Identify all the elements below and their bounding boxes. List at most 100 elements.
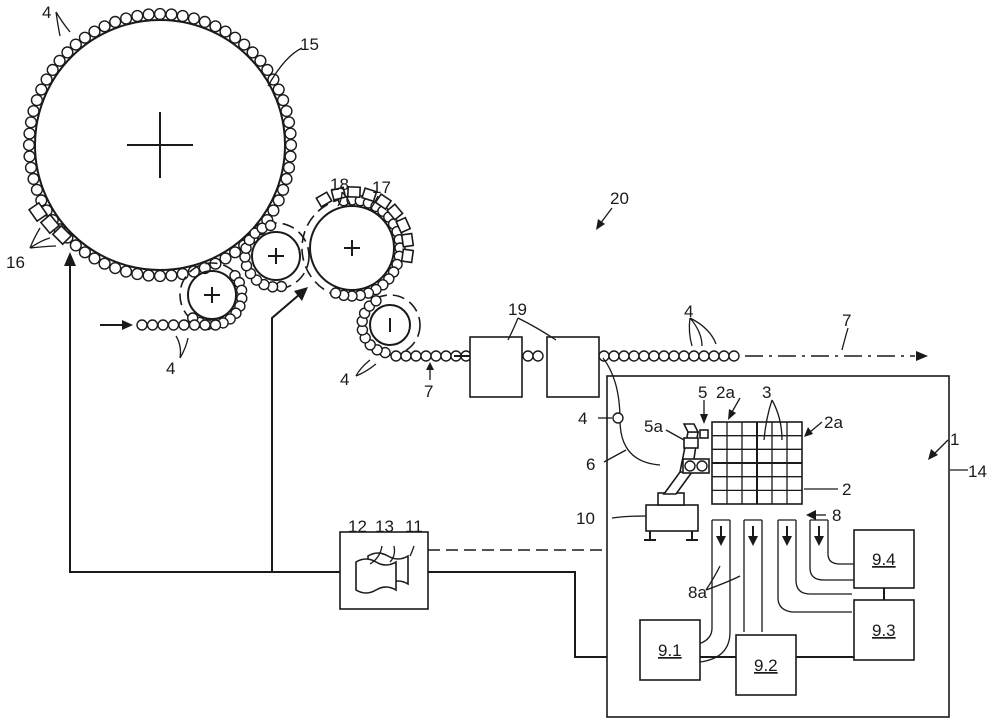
drum-can xyxy=(229,246,242,259)
drum-can xyxy=(176,267,189,281)
inlet-can-row xyxy=(136,319,222,331)
segments-18 xyxy=(315,185,415,264)
leader-18 xyxy=(337,191,351,207)
conveyor-can xyxy=(638,350,650,362)
label-station-9-1: 9.1 xyxy=(658,641,682,660)
conveyor-can xyxy=(618,350,630,362)
drum-can xyxy=(142,8,155,21)
conveyor-can xyxy=(688,350,700,362)
leader-17 xyxy=(369,195,379,211)
control-line-to-wheel xyxy=(271,293,301,572)
large-drum-cans xyxy=(22,7,298,283)
station-9-2 xyxy=(735,634,797,696)
label-8: 8 xyxy=(832,506,841,525)
leader-2a-right xyxy=(809,421,823,433)
label-2a-left: 2a xyxy=(716,383,735,402)
drum-can xyxy=(238,38,251,51)
outlet-can-row xyxy=(390,350,740,362)
drum-can xyxy=(88,25,101,38)
drum-can xyxy=(98,20,111,33)
leader-15 xyxy=(267,47,303,87)
channel-3-right xyxy=(795,520,852,595)
conveyor-can xyxy=(728,350,740,362)
conveyor-can xyxy=(522,350,534,362)
transfer-wheel-middle-outline xyxy=(251,231,301,281)
label-4-unit: 4 xyxy=(578,409,587,428)
drum-can xyxy=(165,8,178,21)
leader-7-left-head xyxy=(426,362,434,370)
drum-can xyxy=(109,262,122,275)
label-4-outlet: 4 xyxy=(340,370,349,389)
magazine-grid xyxy=(712,422,802,504)
conveyor-can xyxy=(410,350,422,362)
inlet-arrow-head xyxy=(122,320,133,330)
label-10: 10 xyxy=(576,509,595,528)
leader-20 xyxy=(599,207,613,225)
station-9-1 xyxy=(639,619,701,681)
channel-4-left xyxy=(809,520,854,581)
held-can-1 xyxy=(684,460,696,472)
drum-can xyxy=(131,9,144,23)
robot-wrist xyxy=(682,423,700,433)
drum-can xyxy=(284,127,297,140)
drum-can xyxy=(277,183,290,196)
drum-can xyxy=(88,252,101,265)
conveyor-can xyxy=(698,350,710,362)
channels-8 xyxy=(697,519,854,663)
label-12: 12 xyxy=(348,517,367,536)
station-9-3 xyxy=(853,599,915,661)
segment-18 xyxy=(400,232,415,248)
transfer-wheel-outlet-cans xyxy=(356,295,391,359)
segment-18 xyxy=(386,203,404,221)
label-4-inlet: 4 xyxy=(166,359,175,378)
station-9-4 xyxy=(853,529,915,589)
drum-can xyxy=(282,116,296,129)
outlet-arrow-head xyxy=(916,351,928,361)
segment-16b xyxy=(39,213,61,235)
label-5: 5 xyxy=(698,383,707,402)
drum-can xyxy=(280,104,293,118)
label-5a: 5a xyxy=(644,417,663,436)
drum-can xyxy=(78,31,92,44)
label-7-left: 7 xyxy=(424,382,433,401)
drum-can xyxy=(277,94,290,107)
drum-17-outline xyxy=(309,205,395,291)
drum-can xyxy=(131,267,144,281)
drum-can xyxy=(24,161,38,174)
gripper-5a xyxy=(683,437,699,449)
drum-can xyxy=(98,257,111,270)
drum-can xyxy=(284,150,297,163)
conveyor-can xyxy=(608,350,620,362)
drum-can xyxy=(219,25,232,38)
conveyor-can xyxy=(400,350,412,362)
conveyor-can xyxy=(532,350,544,362)
drum-can xyxy=(40,73,53,86)
control-arrow-drum xyxy=(64,252,76,266)
label-11: 11 xyxy=(405,517,423,536)
conveyor-can xyxy=(648,350,660,362)
leader-12-13-11 xyxy=(369,545,415,565)
drum-can xyxy=(198,15,211,29)
conveyor-can xyxy=(390,350,402,362)
inlet-can xyxy=(209,319,222,331)
inlet-can xyxy=(146,319,159,331)
drum-can xyxy=(24,116,38,129)
channel-1-arrow xyxy=(716,536,726,546)
drum-can xyxy=(22,138,36,152)
segment-16a xyxy=(27,201,49,223)
drum-can xyxy=(27,172,40,186)
drum-can xyxy=(282,161,296,174)
drum-can xyxy=(23,127,36,140)
label-station-9-2: 9.2 xyxy=(754,656,778,675)
drum-can xyxy=(187,12,201,25)
conveyor-can xyxy=(708,350,720,362)
drum-can xyxy=(78,246,92,259)
channel-3-arrow xyxy=(782,536,792,546)
inlet-can xyxy=(136,319,148,331)
transfer-wheel-middle-path xyxy=(242,222,310,290)
drum-can xyxy=(267,204,280,217)
leader-4-right xyxy=(688,317,717,347)
drum-17-can xyxy=(329,287,342,299)
conveyor-can xyxy=(440,350,452,362)
